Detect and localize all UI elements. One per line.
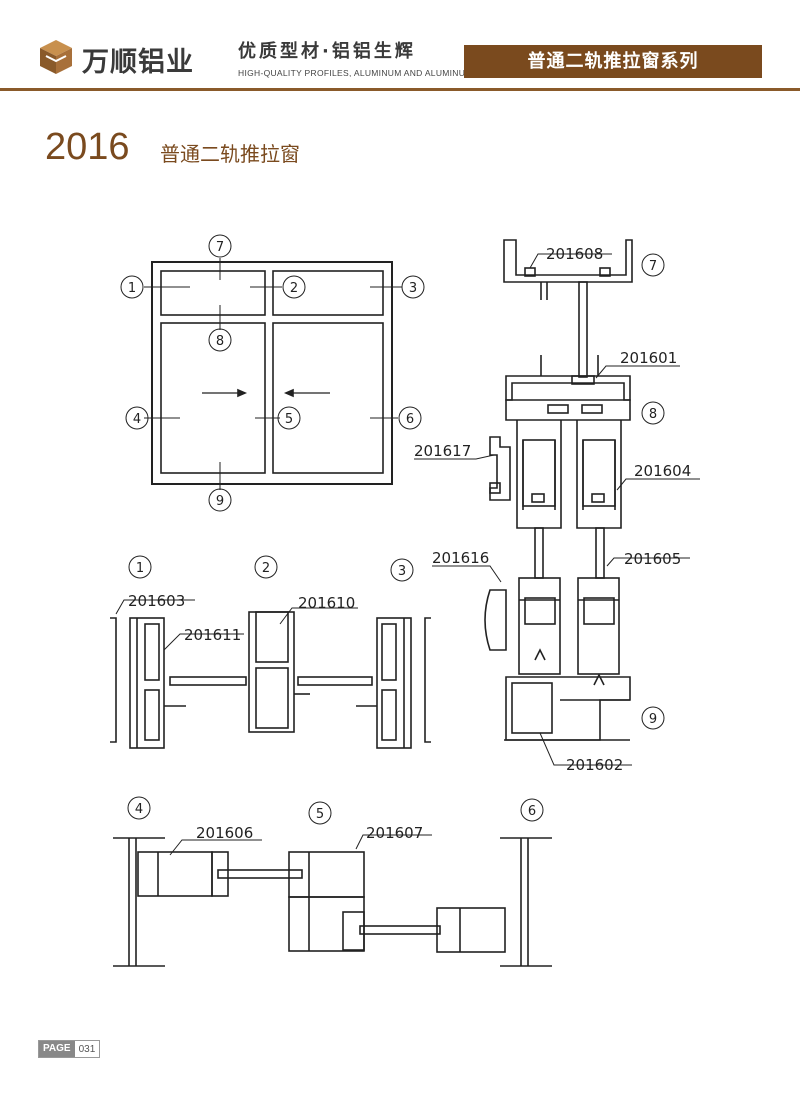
callout-6: 6 <box>406 412 414 427</box>
callout-1-section: 1 <box>136 561 144 576</box>
profile-201602: 201602 <box>566 756 623 774</box>
callout-4: 4 <box>133 412 141 427</box>
profile-201617: 201617 <box>414 442 471 460</box>
callout-2: 2 <box>290 281 298 296</box>
header-divider <box>0 88 800 91</box>
callout-1: 1 <box>128 281 136 296</box>
page-footer: PAGE 031 <box>38 1040 101 1058</box>
profile-201610: 201610 <box>298 594 355 612</box>
page-header: 万顺铝业 优质型材·铝铝生辉 HIGH-QUALITY PROFILES, AL… <box>0 0 800 95</box>
profile-201603: 201603 <box>128 592 185 610</box>
callout-2-section: 2 <box>262 561 270 576</box>
page-label: PAGE <box>39 1041 75 1057</box>
model-number: 2016 <box>45 126 130 168</box>
profile-201611: 201611 <box>184 626 241 644</box>
callout-8: 8 <box>216 334 224 349</box>
callout-9-section: 9 <box>649 712 657 727</box>
callout-3-section: 3 <box>398 564 406 579</box>
profile-201607: 201607 <box>366 824 423 842</box>
window-elevation <box>144 258 402 490</box>
brand-slogan-en: HIGH-QUALITY PROFILES, ALUMINUM AND ALUM… <box>238 68 473 78</box>
page-number: 031 <box>78 1043 96 1055</box>
brand-slogan: 优质型材·铝铝生辉 <box>238 41 416 62</box>
profile-201606: 201606 <box>196 824 253 842</box>
callout-3: 3 <box>409 281 417 296</box>
brand-name: 万顺铝业 <box>82 47 194 78</box>
profile-201605: 201605 <box>624 550 681 568</box>
brand-logo-icon <box>40 40 72 74</box>
callout-5: 5 <box>285 412 293 427</box>
profile-201608: 201608 <box>546 245 603 263</box>
profile-201601: 201601 <box>620 349 677 367</box>
callout-5-section: 5 <box>316 807 324 822</box>
section-123 <box>110 611 431 749</box>
callout-8-section: 8 <box>649 407 657 422</box>
callout-9: 9 <box>216 494 224 509</box>
callout-7-section: 7 <box>649 259 657 274</box>
vertical-section <box>484 239 633 741</box>
series-title: 普通二轨推拉窗系列 <box>464 45 762 78</box>
profile-201604: 201604 <box>634 462 691 480</box>
callout-7: 7 <box>216 240 224 255</box>
callout-4-section: 4 <box>135 802 143 817</box>
model-name: 普通二轨推拉窗 <box>160 142 300 166</box>
callout-6-section: 6 <box>528 804 536 819</box>
section-456 <box>113 837 552 967</box>
profile-201616: 201616 <box>432 549 489 567</box>
